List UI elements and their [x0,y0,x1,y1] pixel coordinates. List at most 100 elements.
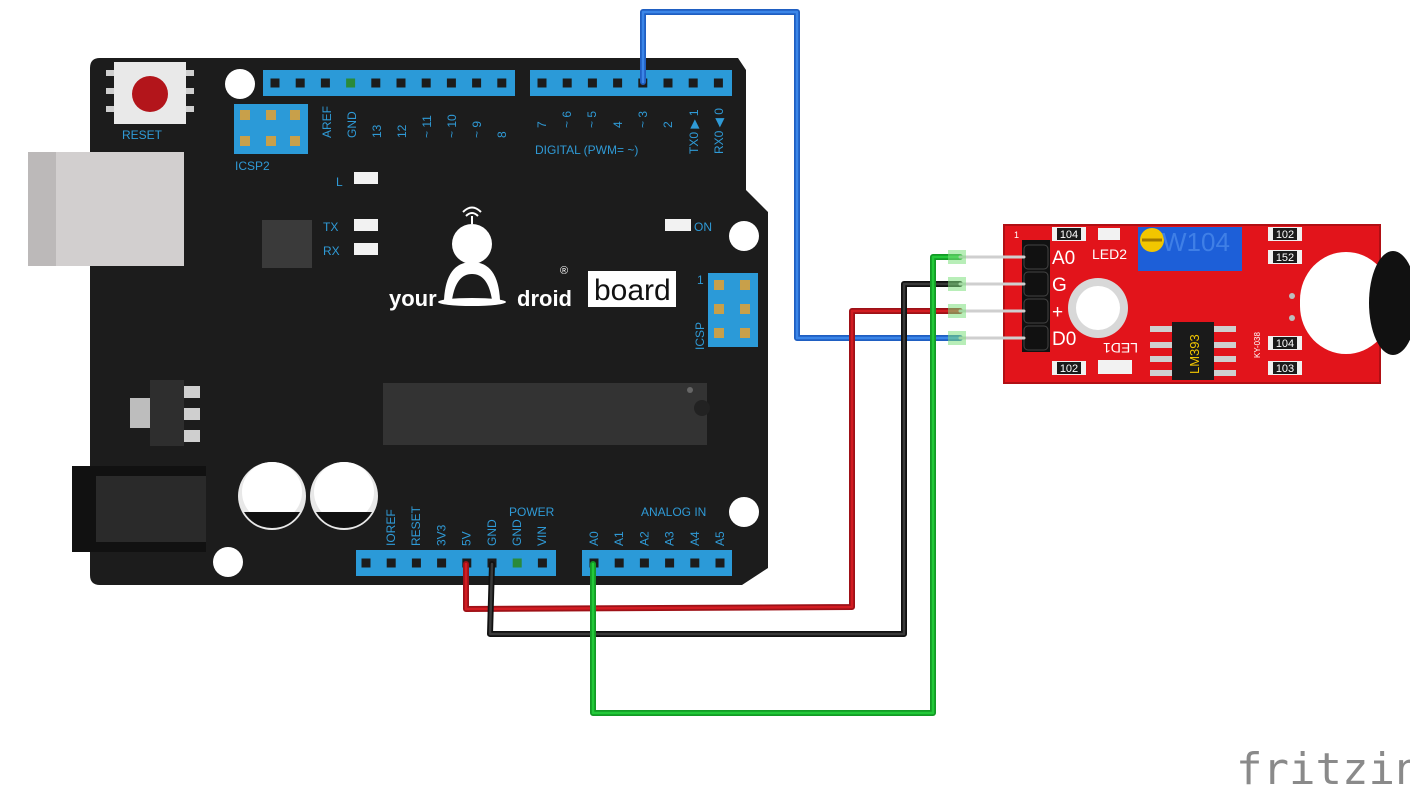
fritzing-watermark: fritzing [1236,744,1410,795]
power-pin-label: 3V3 [434,524,448,546]
resistor-label: 103 [1276,363,1294,375]
power-label: POWER [509,505,555,519]
pin-label: ~ 6 [560,111,574,128]
power-pin-label: VIN [535,526,549,546]
pin-label: TX0 ▶ 1 [687,109,701,154]
mounting-hole [729,497,759,527]
digital-header-right [530,70,732,96]
logo-droid: droid [517,286,572,311]
wire-red[interactable] [463,308,1026,612]
header-pin[interactable] [537,78,547,88]
pin1-marker: 1 [1014,230,1019,240]
header-pin[interactable] [472,78,482,88]
power-pin[interactable] [386,558,396,568]
power-header [356,550,556,576]
header-pin[interactable] [396,78,406,88]
led2-label: LED2 [1092,246,1127,262]
analog-pin-label: A4 [688,531,702,546]
power-pin[interactable] [411,558,421,568]
analog-pin-label: A0 [587,531,601,546]
led-on [665,219,691,231]
led-l-label: L [336,175,343,189]
logo-registered: ® [560,265,568,277]
power-pin-label: GND [510,519,524,546]
usb-chip [262,220,312,268]
analog-pin[interactable] [639,558,649,568]
header-pin[interactable] [688,78,698,88]
header-pin[interactable] [562,78,572,88]
pin-label: 12 [395,124,409,138]
led-tx-label: TX [323,220,338,234]
sensor-pin-label: + [1052,302,1063,323]
pin-label: ~ 11 [420,115,434,138]
logo-board-box [588,271,676,307]
header-pin[interactable] [421,78,431,88]
droid-logo-icon [438,206,506,306]
resistor-label: 104 [1060,229,1078,241]
power-pin[interactable] [537,558,547,568]
led-l [354,172,378,184]
sensor-pin[interactable] [1023,325,1049,351]
sensor-pin[interactable] [1023,298,1049,324]
pin-label: ~ 5 [585,111,599,128]
analog-pin[interactable] [665,558,675,568]
icsp-pin1: 1 [697,273,704,287]
icsp-header [708,273,758,347]
pin-label: ~ 3 [636,111,650,128]
resistor-label: 152 [1276,252,1294,264]
analog-pin-label: A1 [612,531,626,546]
wires [463,9,1026,716]
capacitor [238,462,306,530]
power-pin-label: GND [485,519,499,546]
lm393-chip [1150,322,1236,380]
led1 [1098,360,1132,374]
capacitor [310,462,378,530]
header-pin[interactable] [613,78,623,88]
header-pin[interactable] [713,78,723,88]
header-pin[interactable] [663,78,673,88]
header-pin[interactable] [346,78,356,88]
header-pin[interactable] [446,78,456,88]
header-pin[interactable] [320,78,330,88]
analog-pin[interactable] [715,558,725,568]
mounting-hole [225,69,255,99]
header-pin[interactable] [371,78,381,88]
pin-label: ~ 10 [445,114,459,138]
header-pin[interactable] [497,78,507,88]
pin-label: 7 [535,121,549,128]
power-pin[interactable] [437,558,447,568]
resistor-label: 104 [1276,338,1294,350]
sensor-pin[interactable] [1023,244,1049,270]
pin-label: 8 [495,131,509,138]
logo-board: board [594,274,671,307]
pin-label: GND [345,111,359,138]
header-pin[interactable] [270,78,280,88]
pot-label: W104 [1162,227,1230,257]
reset-button[interactable] [106,62,194,124]
atmega-chip [383,383,707,445]
resistor-label: 102 [1060,363,1078,375]
wire-black[interactable] [487,281,1026,637]
led-on-label: ON [694,220,712,234]
analog-pin-label: A2 [637,531,651,546]
sensor-pin[interactable] [1023,271,1049,297]
header-pin[interactable] [587,78,597,88]
resistor-label: 102 [1276,229,1294,241]
power-pin[interactable] [361,558,371,568]
power-pin[interactable] [512,558,522,568]
header-pin[interactable] [295,78,305,88]
wire-green[interactable] [590,254,1026,716]
led-rx-label: RX [323,244,340,258]
analog-pin[interactable] [614,558,624,568]
chip-label: LM393 [1187,334,1202,374]
icsp2-header [234,104,308,154]
icsp-label: ICSP [693,322,707,350]
power-pin-label: IOREF [384,509,398,546]
reset-label: RESET [122,128,163,142]
voltage-regulator [130,380,200,446]
power-pin-label: 5V [460,531,474,546]
pin-label: RX0 ◀ 0 [712,108,726,154]
analog-pin[interactable] [690,558,700,568]
microphone-icon [1289,251,1410,355]
